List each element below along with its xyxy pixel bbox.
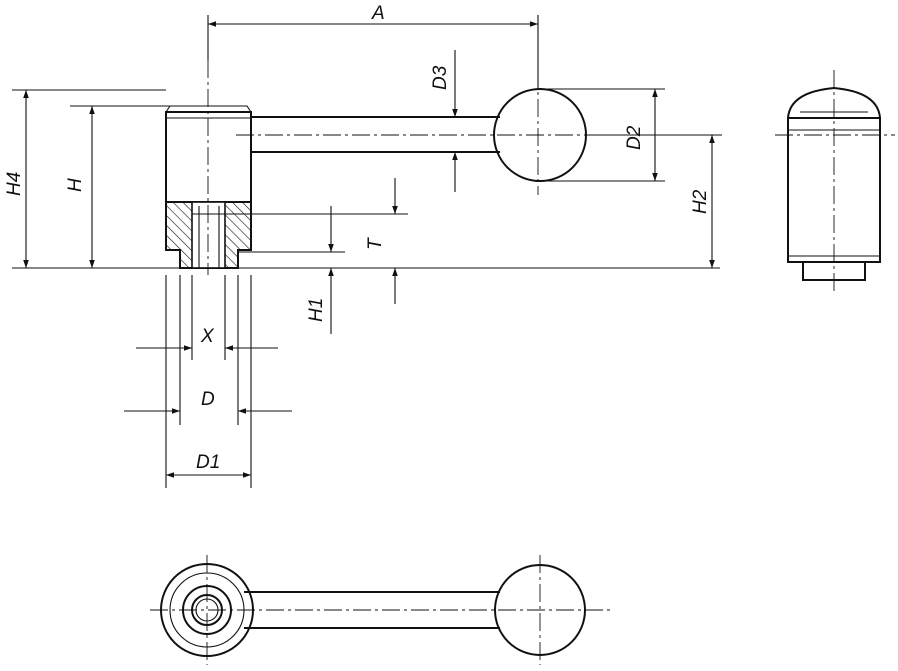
- label-d3: D3: [430, 65, 451, 90]
- label-h: H: [65, 178, 86, 192]
- label-h1: H1: [306, 298, 327, 322]
- side-view: [775, 70, 895, 295]
- section-hatch-left-lower: [180, 250, 192, 268]
- top-view: [150, 555, 610, 665]
- label-t: T: [365, 237, 386, 250]
- label-h4: H4: [4, 172, 25, 196]
- label-d2: D2: [624, 125, 645, 150]
- section-hatch-right: [225, 202, 251, 250]
- section-hatch-right-lower: [225, 250, 238, 268]
- label-h2: H2: [690, 189, 711, 214]
- label-x: X: [200, 326, 215, 347]
- extension-lines: [12, 15, 722, 488]
- label-d1: D1: [196, 452, 220, 473]
- label-a: A: [371, 3, 385, 24]
- thread-bore: [191, 201, 226, 269]
- section-hatch-left: [166, 202, 192, 250]
- label-d: D: [201, 389, 215, 410]
- front-view: [165, 60, 620, 275]
- hub-chamfer: [165, 105, 252, 113]
